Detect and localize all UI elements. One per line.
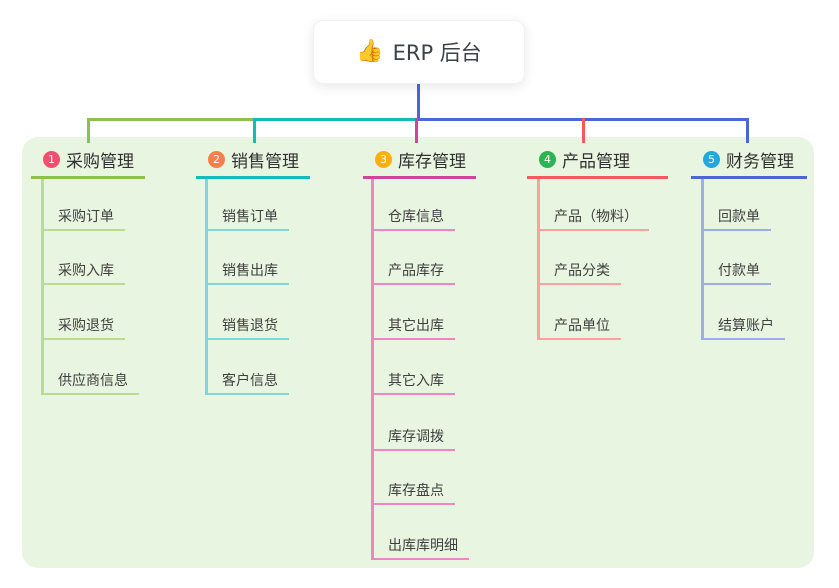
child-connector-line: [205, 179, 208, 395]
child-node[interactable]: 回款单: [701, 205, 771, 231]
branch-title-sales[interactable]: 2 销售管理: [196, 147, 310, 179]
child-node[interactable]: 产品单位: [537, 314, 621, 340]
branch-number-badge: 4: [539, 150, 556, 168]
connector-bus-segment: [87, 118, 255, 121]
child-node[interactable]: 客户信息: [205, 369, 289, 395]
child-node[interactable]: 产品（物料）: [537, 205, 649, 231]
child-node[interactable]: 采购入库: [41, 259, 125, 285]
child-node[interactable]: 采购退货: [41, 314, 125, 340]
branch-title-label: 产品管理: [562, 151, 630, 172]
branch-title-purchase[interactable]: 1 采购管理: [31, 147, 145, 179]
child-node[interactable]: 采购订单: [41, 205, 125, 231]
branch-number-badge: 2: [208, 150, 225, 168]
child-node[interactable]: 付款单: [701, 259, 771, 285]
child-node[interactable]: 产品库存: [371, 259, 455, 285]
child-connector-line: [537, 179, 540, 340]
child-node[interactable]: 其它入库: [371, 369, 455, 395]
root-node[interactable]: 👍 ERP 后台: [313, 20, 525, 84]
branch-drop-line: [87, 118, 90, 143]
branch-drop-line: [415, 118, 418, 143]
thumbs-up-icon: 👍: [356, 39, 384, 64]
child-connector-line: [701, 179, 704, 340]
child-node[interactable]: 出库库明细: [371, 534, 469, 560]
branch-title-label: 财务管理: [726, 151, 794, 172]
branch-drop-line: [253, 118, 256, 143]
child-node[interactable]: 销售出库: [205, 259, 289, 285]
branch-title-finance[interactable]: 5 财务管理: [691, 147, 807, 179]
branch-drop-line: [746, 118, 749, 143]
branch-title-label: 销售管理: [231, 151, 299, 172]
child-node[interactable]: 产品分类: [537, 259, 621, 285]
branch-title-inventory[interactable]: 3 库存管理: [363, 147, 476, 179]
child-node[interactable]: 仓库信息: [371, 205, 455, 231]
root-connector-line: [417, 82, 420, 121]
connector-bus-segment: [253, 118, 419, 121]
branch-number-badge: 3: [375, 150, 392, 168]
child-node[interactable]: 销售订单: [205, 205, 289, 231]
child-node[interactable]: 其它出库: [371, 314, 455, 340]
root-node-label: ERP 后台: [392, 41, 482, 65]
branch-title-product[interactable]: 4 产品管理: [527, 147, 668, 179]
child-node[interactable]: 库存盘点: [371, 479, 455, 505]
branch-drop-line: [582, 118, 585, 143]
child-node[interactable]: 库存调拨: [371, 425, 455, 451]
child-connector-line: [371, 179, 374, 560]
child-node[interactable]: 结算账户: [701, 314, 785, 340]
child-node[interactable]: 供应商信息: [41, 369, 139, 395]
branch-title-label: 库存管理: [398, 151, 466, 172]
branch-title-label: 采购管理: [66, 151, 134, 172]
child-connector-line: [41, 179, 44, 395]
branch-number-badge: 1: [43, 150, 60, 168]
branch-number-badge: 5: [703, 150, 720, 168]
child-node[interactable]: 销售退货: [205, 314, 289, 340]
branches-panel: [22, 137, 814, 568]
